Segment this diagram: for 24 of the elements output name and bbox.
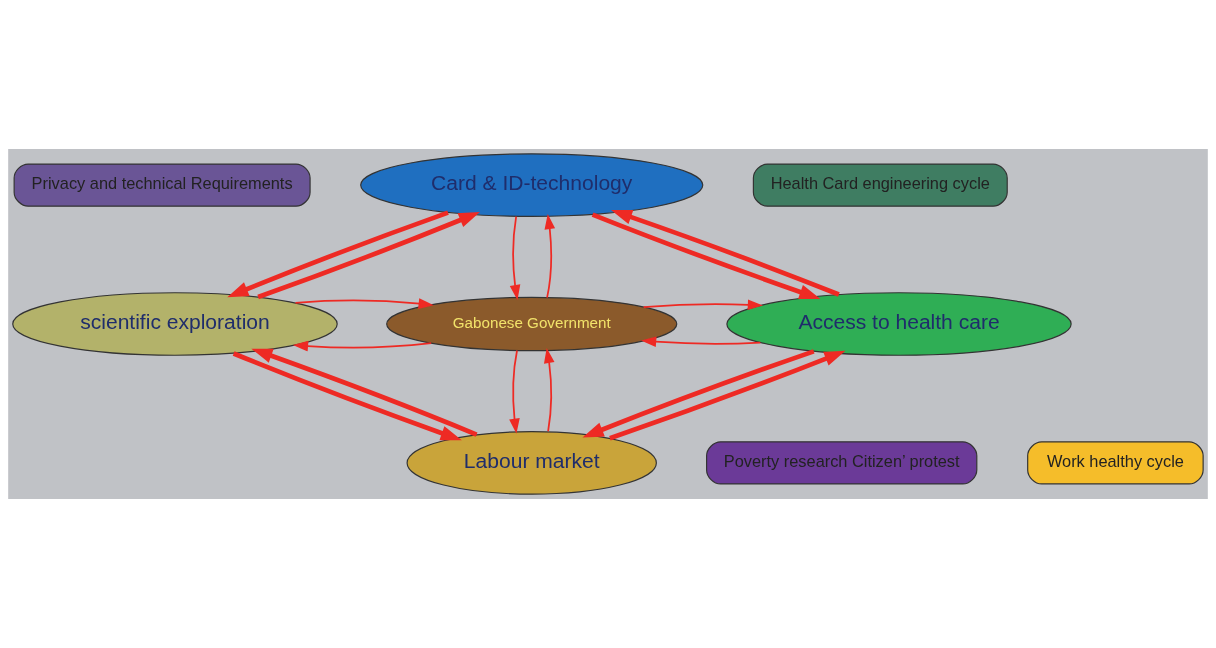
- arrow: [641, 336, 762, 348]
- node-ellipse: Card & ID-technology: [360, 153, 704, 217]
- arrow: [642, 299, 763, 311]
- arrow: [232, 351, 462, 441]
- arrow: [227, 210, 449, 298]
- arrow: [251, 348, 478, 437]
- arrow: [257, 212, 480, 300]
- arrow: [582, 349, 815, 438]
- arrow: [544, 213, 556, 299]
- node-box: Health Card engineering cycle: [752, 163, 1008, 207]
- node-box: Poverty research Citizen’ protest: [706, 441, 978, 485]
- arrow: [609, 350, 846, 441]
- node-box: Privacy and technical Requirements: [13, 163, 311, 207]
- arrow: [294, 298, 434, 309]
- arrow: [544, 347, 555, 433]
- arrow: [611, 210, 840, 297]
- arrow: [292, 340, 433, 352]
- node-ellipse: Labour market: [406, 431, 657, 495]
- node-ellipse: scientific exploration: [12, 292, 338, 356]
- node-ellipse: Access to health care: [726, 292, 1072, 356]
- arrow: [509, 215, 521, 301]
- arrow: [591, 212, 821, 300]
- node-box: Work healthy cycle: [1027, 441, 1204, 485]
- arrow: [509, 349, 520, 434]
